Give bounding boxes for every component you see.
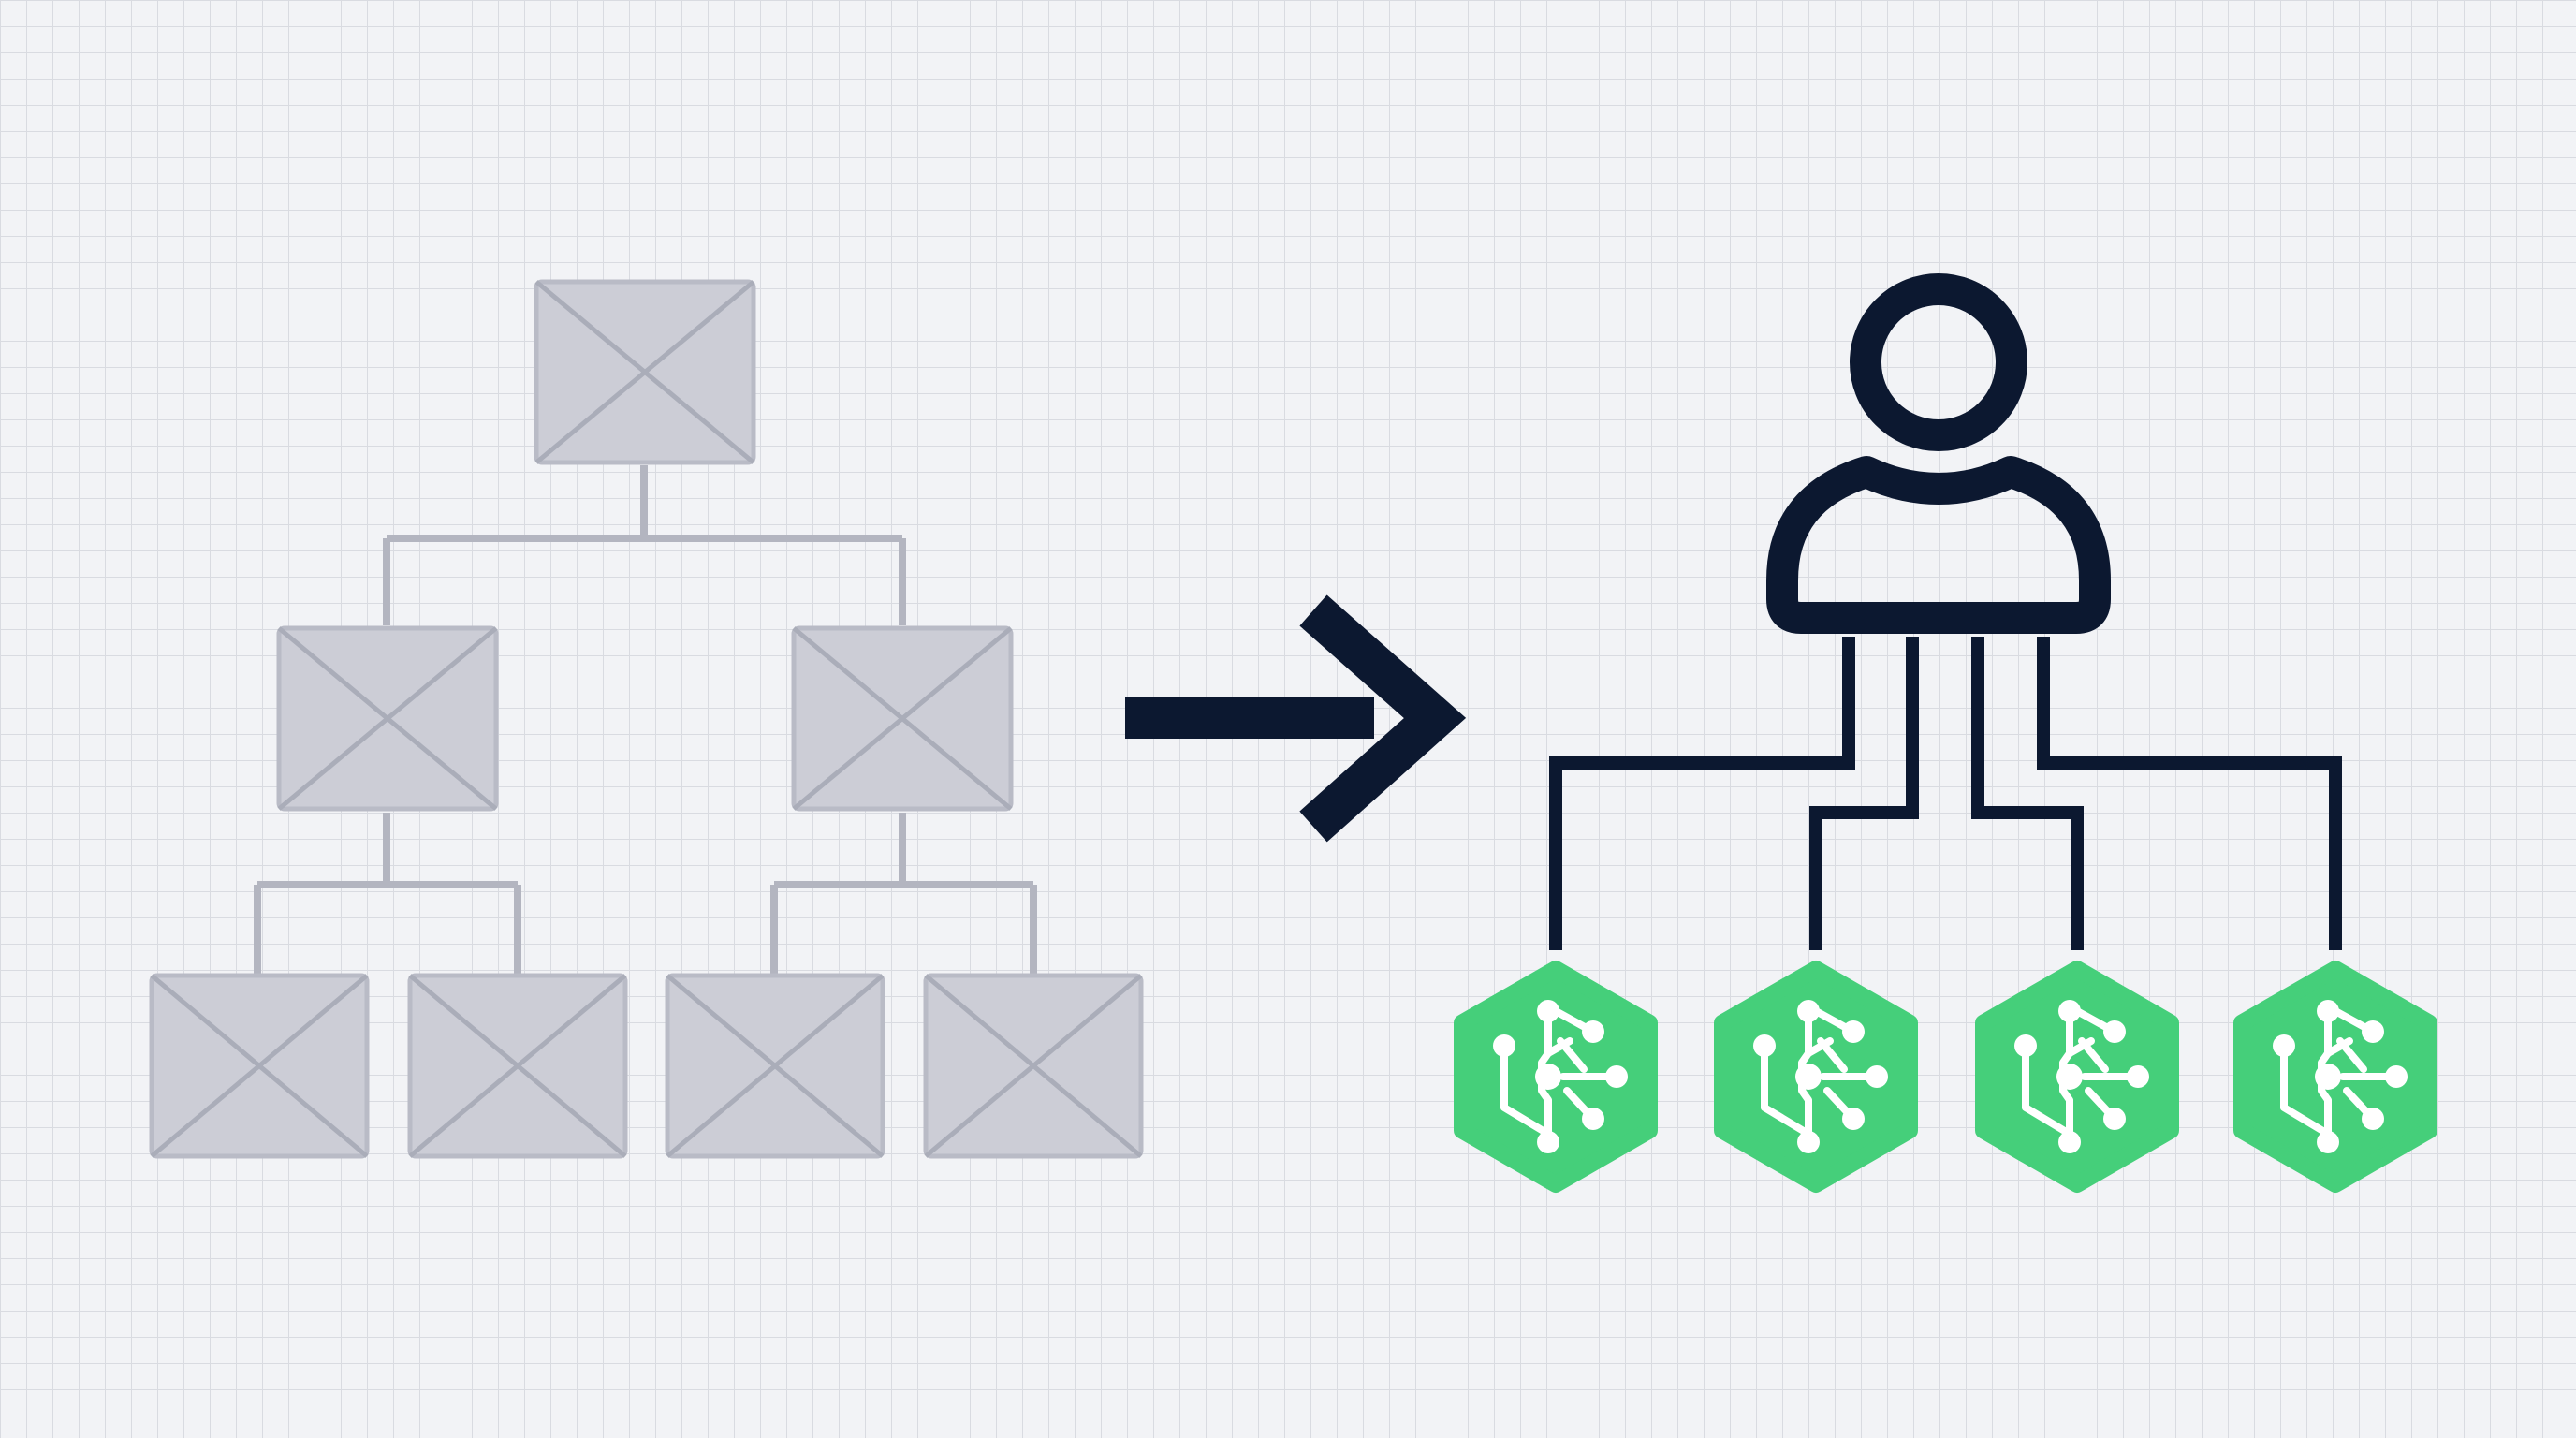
placeholder-boxes [149, 279, 1144, 1159]
ai-agents [1462, 969, 2429, 1184]
placeholder-box-root [534, 279, 756, 465]
placeholder-box-level3-2 [407, 973, 628, 1159]
placeholder-box-level2-left [276, 625, 499, 812]
arrow-right-icon [1125, 594, 1467, 843]
agent-connectors [1549, 637, 2342, 950]
placeholder-box-level3-3 [665, 973, 886, 1159]
ai-agent-hexagon-icon [2242, 969, 2429, 1184]
ai-agent-hexagon-icon [1462, 969, 1649, 1184]
left-connectors [254, 465, 1037, 974]
ai-agent-hexagon-icon [1983, 969, 2171, 1184]
ai-agent-hexagon-icon [1722, 969, 1910, 1184]
user-icon [1766, 273, 2111, 634]
left-hierarchy [254, 465, 1037, 974]
placeholder-box-level2-right [791, 625, 1014, 812]
placeholder-box-level3-1 [149, 973, 370, 1159]
placeholder-box-level3-4 [923, 973, 1144, 1159]
